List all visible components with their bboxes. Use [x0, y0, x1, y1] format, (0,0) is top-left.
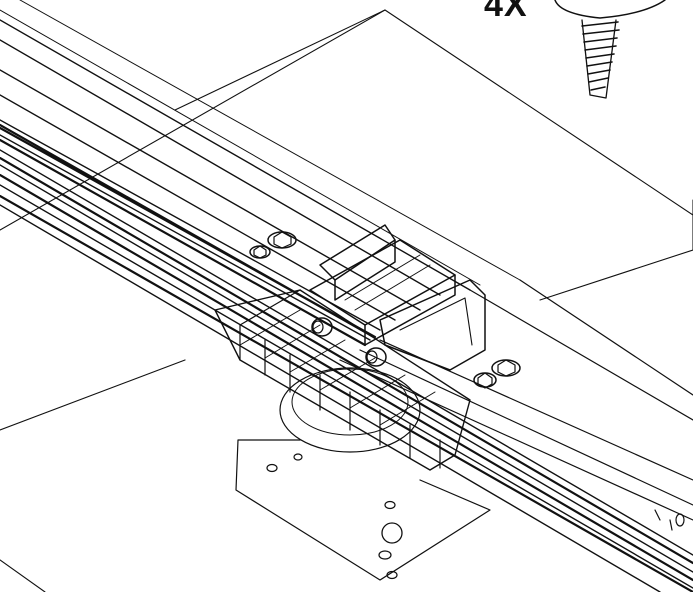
self-tapping-screw-icon: [554, 0, 666, 99]
plate-hole-5: [293, 453, 303, 461]
connector-bolts: [311, 317, 387, 367]
plate-hole-large: [381, 522, 403, 544]
rail-screw-2: [473, 359, 521, 389]
base-plate: [235, 439, 491, 581]
rail-screw-1: [249, 231, 297, 259]
rail-upper: [0, 0, 521, 347]
rail-connector: [309, 224, 486, 371]
plate-hole-3: [386, 570, 398, 580]
quantity-label: 4X: [484, 0, 528, 24]
plate-hole-1: [384, 500, 396, 510]
plate-hole-4: [266, 463, 278, 473]
rail-lower: [0, 149, 693, 594]
roof-sheet-edge: [174, 9, 386, 111]
support-pad-inner: [291, 368, 409, 436]
roof-sheet: [0, 9, 693, 593]
support-pad: [279, 367, 421, 453]
plate-hole-2: [378, 550, 392, 560]
